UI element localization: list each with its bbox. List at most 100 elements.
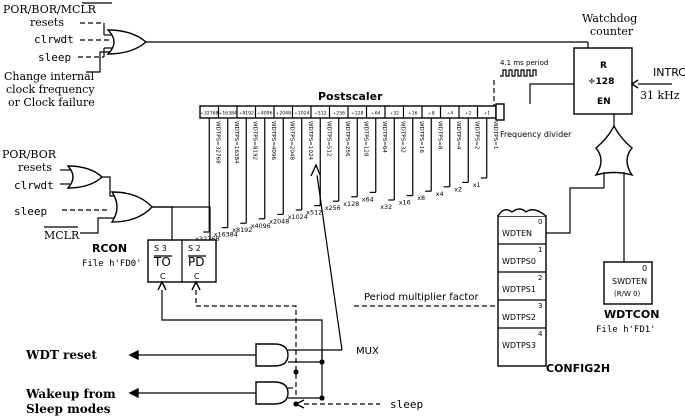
postscaler-cell-label: ÷32768	[200, 111, 219, 117]
postscaler-condition-label: WDTPS=16384	[233, 121, 239, 164]
rcon-resets-label: resets	[18, 161, 52, 174]
config2h-bit-number: 2	[538, 274, 542, 282]
config2h-bit-number: 1	[538, 246, 542, 254]
change-clock-label-3: or Clock failure	[8, 96, 95, 109]
and-gate-wdt-reset	[255, 343, 289, 367]
wakeup-label-2: Sleep modes	[26, 402, 111, 416]
postscaler-cell-label: ÷16384	[219, 111, 238, 117]
postscaler-condition-label: WDTPS=4096	[270, 121, 276, 161]
postscaler-taps: WDTPS=32768x32768WDTPS=16384x16384WDTPS=…	[195, 118, 498, 243]
wdtcon-bit-name: SWDTEN	[612, 277, 647, 286]
junction-4	[293, 401, 299, 407]
postscaler-condition-label: WDTPS=2048	[288, 121, 294, 161]
config2h-bit-number: 0	[538, 218, 542, 226]
counter-to-divider-wire	[529, 83, 574, 104]
postscaler-multiplier-label: x8192	[232, 226, 252, 234]
postscaler-multiplier-label: x4	[436, 190, 444, 198]
pd-clear-arrow	[191, 280, 201, 291]
postscaler-multiplier-label: x2	[454, 185, 462, 193]
postscaler-multiplier-label: x2048	[269, 217, 289, 225]
resets-label-top: resets	[30, 16, 64, 29]
wdtcon-bit-num: 0	[642, 264, 647, 273]
postscaler-condition-label: WDTPS=8	[436, 121, 442, 150]
postscaler-multiplier-label: x8	[417, 194, 425, 202]
config2h-bit-name: WDTPS0	[502, 257, 536, 266]
sleep-label-top: sleep	[38, 51, 71, 64]
postscaler-cell-label: ÷4096	[257, 111, 273, 117]
rcon-pd-bit: PD	[188, 255, 204, 269]
freq-divider-label: Frequency divider	[500, 130, 572, 139]
rcon-por-bor-label: POR/BOR	[2, 148, 57, 161]
postscaler-cell-label: ÷128	[351, 111, 364, 117]
and-gate-wakeup	[255, 381, 289, 405]
postscaler-cell-label: ÷8	[428, 111, 435, 117]
postscaler-cell-label: ÷256	[332, 111, 345, 117]
postscaler-condition-label: WDTPS=2	[473, 121, 479, 149]
wakeup-arrow	[128, 387, 139, 399]
change-clock-label-1: Change internal	[4, 70, 95, 83]
postscaler-title: Postscaler	[318, 90, 383, 103]
rcon-s2: S 2	[188, 244, 201, 253]
config2h-bit-name: WDTEN	[502, 229, 532, 238]
junction-1	[319, 359, 325, 365]
counter-r-label: R	[600, 61, 607, 71]
config2h-bit-name: WDTPS1	[502, 285, 536, 294]
postscaler-cell-label: ÷8192	[238, 111, 254, 117]
postscaler-cells: ÷32768÷16384÷8192÷4096÷2048÷1024÷512÷256…	[199, 103, 505, 121]
config2h-bit-name: WDTPS2	[502, 313, 536, 322]
postscaler-multiplier-label: x512	[306, 209, 322, 217]
rcon-c2: C	[194, 272, 200, 281]
postscaler-multiplier-label: x1	[473, 181, 481, 189]
pd-clear-wire	[195, 282, 297, 395]
or-gate-rcon-bottom	[110, 191, 153, 223]
postscaler-condition-label: WDTPS=16	[418, 121, 424, 153]
postscaler-condition-label: WDTPS=512	[325, 121, 331, 157]
config2h-bit-number: 3	[538, 302, 542, 310]
postscaler-cell-label: ÷32	[389, 111, 399, 117]
intrc-freq-label: 31 kHz	[640, 89, 680, 102]
or-gate-top	[106, 29, 148, 55]
watchdog-title-2: counter	[590, 25, 634, 38]
period-multiplier-label: Period multiplier factor	[364, 292, 479, 303]
postscaler-condition-label: WDTPS=8192	[251, 121, 257, 160]
config2h-bit-number: 4	[538, 330, 543, 338]
junction-2	[319, 395, 325, 401]
config2h-bit-name: WDTPS3	[502, 341, 536, 350]
rcon-bottom-out-2	[152, 206, 211, 240]
counter-en-label: EN	[597, 97, 611, 107]
postscaler-cell-label: ÷16	[408, 111, 418, 117]
postscaler-cell-label: ÷1	[483, 111, 490, 117]
postscaler-cell-label: ÷1024	[294, 111, 310, 117]
change-clock-label-2: clock frequency	[6, 83, 95, 96]
to-clear-wire	[161, 282, 323, 360]
postscaler-condition-label: WDTPS=64	[381, 121, 387, 153]
rcon-top-out	[102, 176, 116, 197]
wdtcon-title: WDTCON	[604, 308, 659, 321]
intrc-label: INTRC	[653, 66, 685, 79]
junction-3	[293, 369, 299, 375]
postscaler-cell-label: ÷2048	[275, 111, 291, 117]
period-waveform	[500, 69, 537, 77]
wdt-reset-label: WDT reset	[25, 348, 97, 362]
postscaler-condition-label: WDTPS=1	[492, 121, 498, 150]
postscaler-condition-label: WDTPS=1024	[307, 121, 313, 161]
postscaler-multiplier-label: x4096	[251, 222, 271, 230]
rcon-to-bit: TO	[153, 255, 171, 269]
postscaler-multiplier-label: x16	[399, 199, 411, 207]
rcon-s3: S 3	[154, 244, 167, 253]
postscaler-multiplier-label: x1024	[288, 213, 308, 221]
postscaler-multiplier-label: x32768	[195, 235, 219, 243]
watchdog-counter	[573, 47, 633, 115]
rcon-title: RCON	[92, 242, 127, 255]
rcon-mclr-label: MCLR	[44, 229, 80, 242]
divider-endcap	[495, 103, 505, 121]
postscaler-condition-label: WDTPS=128	[362, 121, 368, 157]
rcon-clrwdt-label: clrwdt	[14, 179, 54, 192]
postscaler-cell-label: ÷2	[465, 111, 472, 117]
rcon-sleep-label: sleep	[14, 205, 47, 218]
mux-label: MUX	[356, 346, 379, 357]
wakeup-label-1: Wakeup from	[25, 387, 116, 401]
intrc-arrow	[630, 79, 639, 89]
